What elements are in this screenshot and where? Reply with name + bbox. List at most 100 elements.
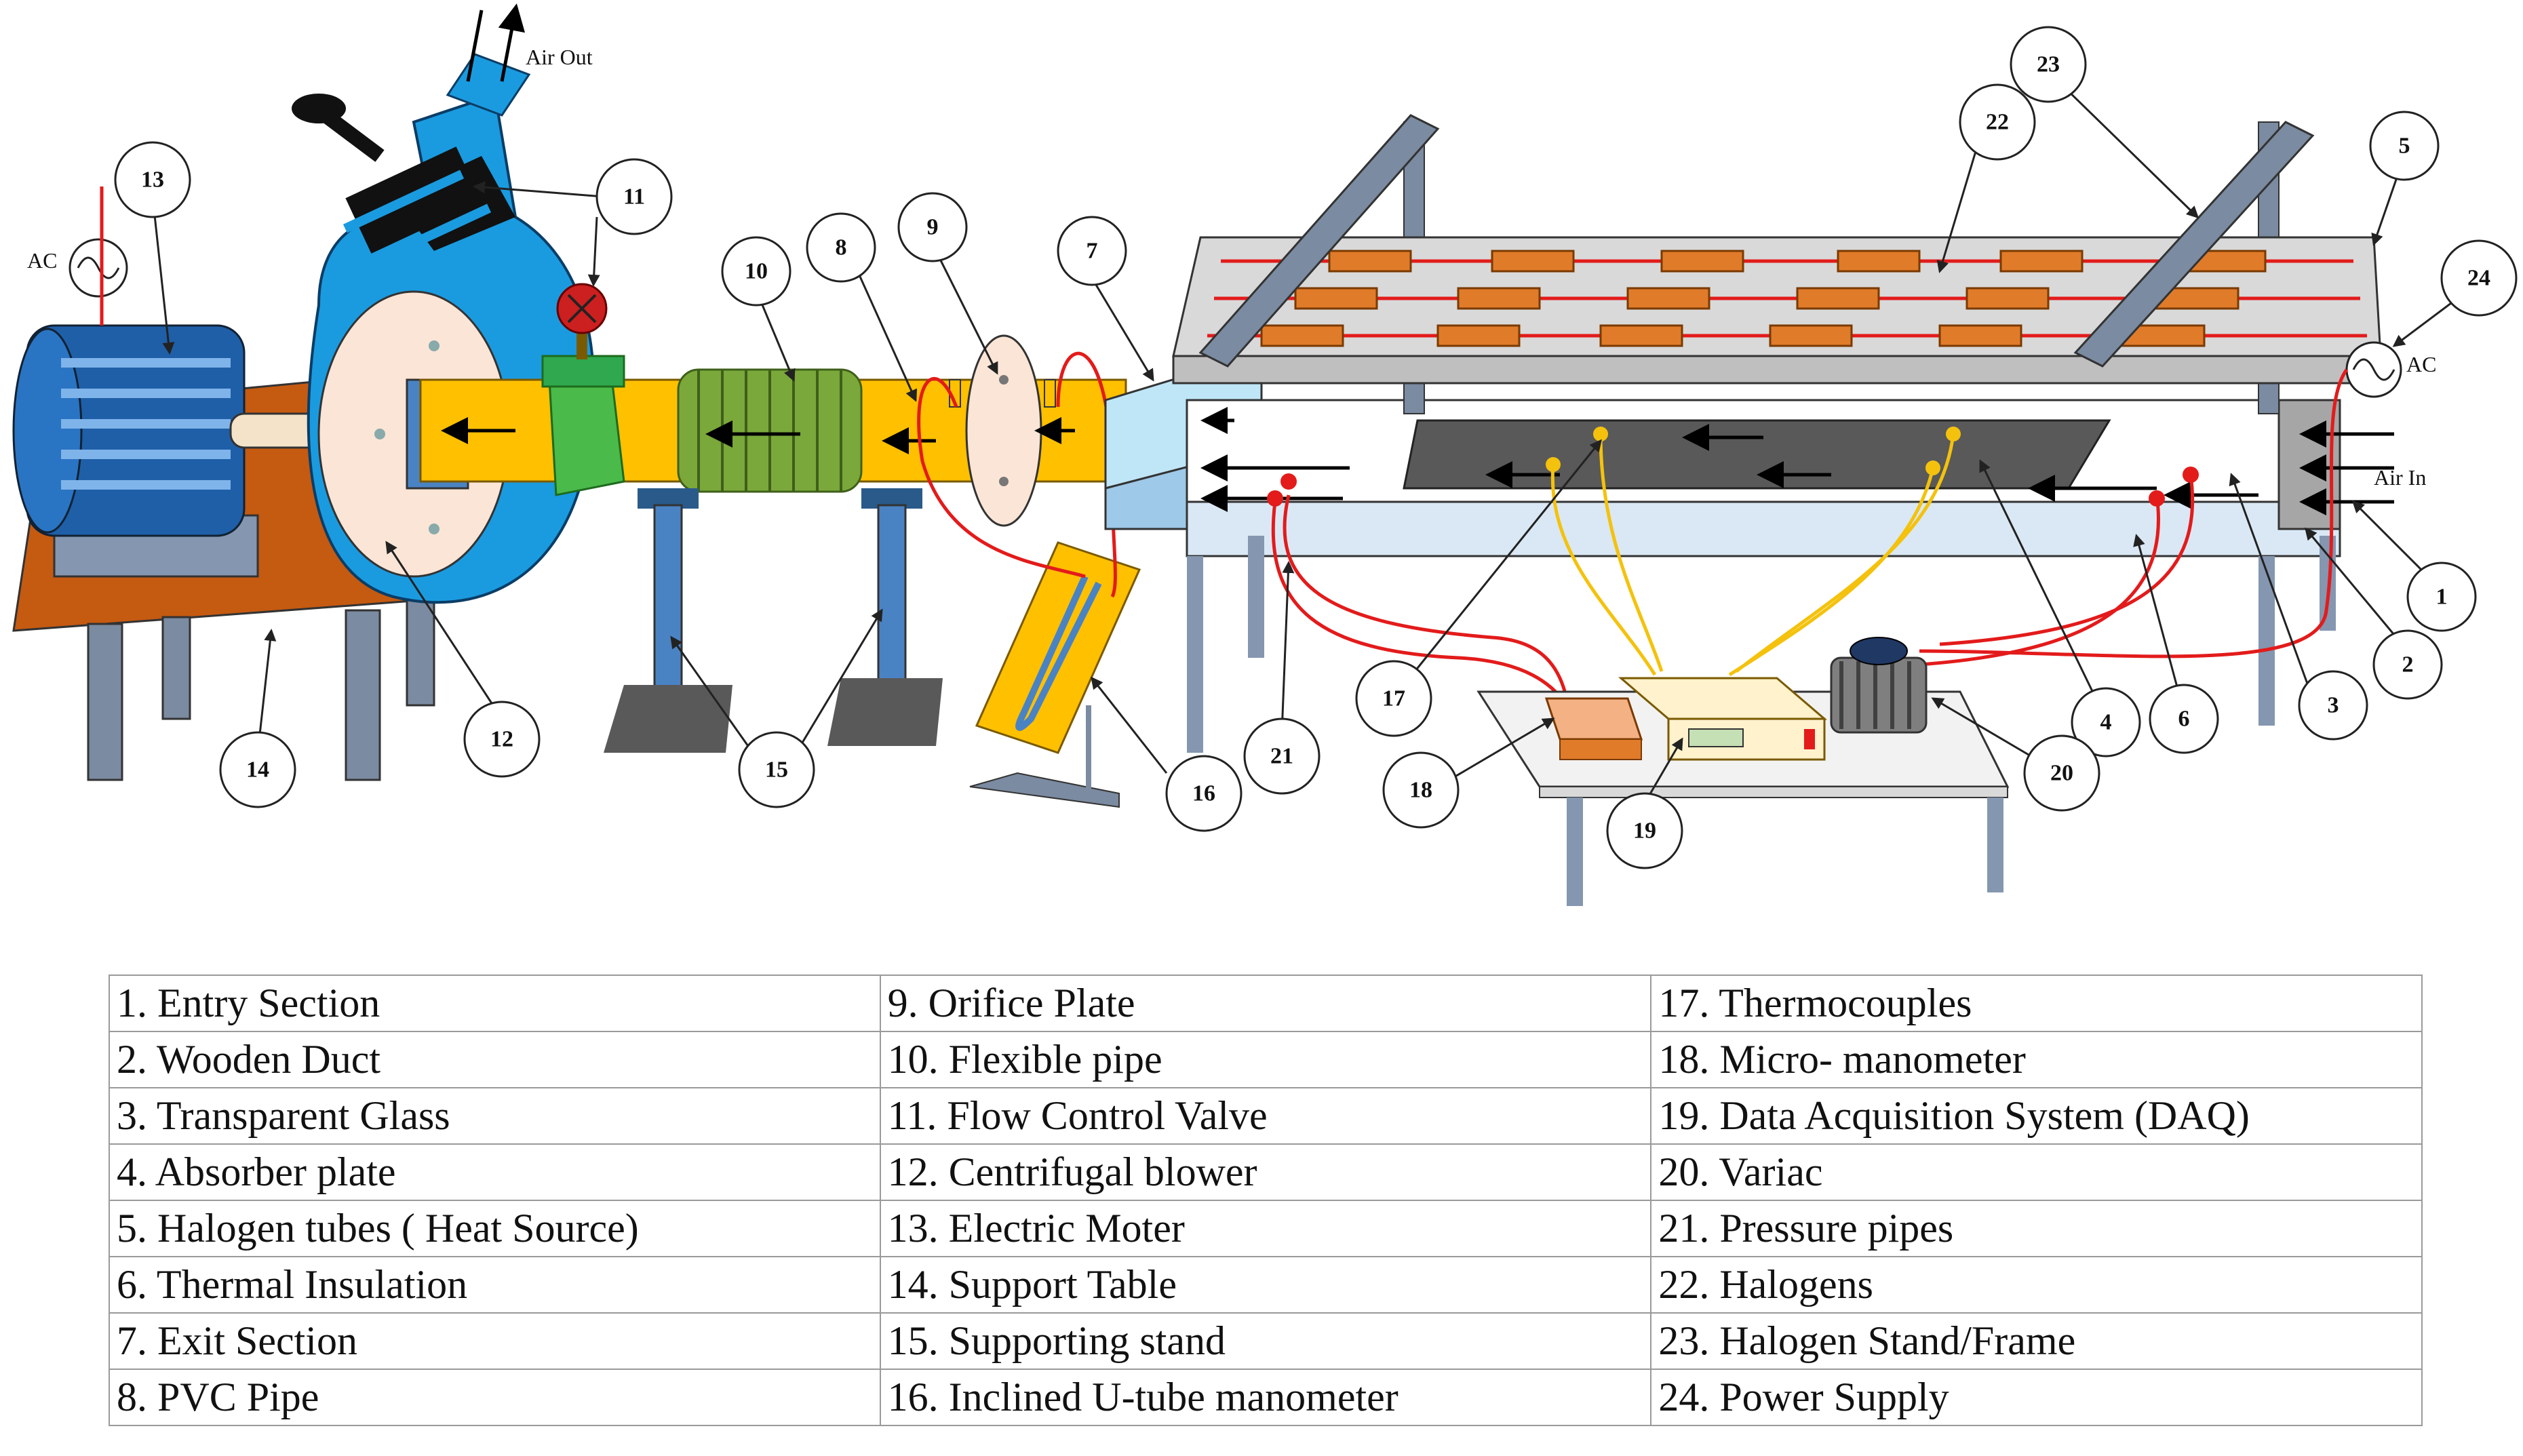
legend-cell: 7. Exit Section	[109, 1312, 881, 1370]
legend-cell: 4. Absorber plate	[109, 1143, 881, 1201]
legend-cell: 24. Power Supply	[1650, 1369, 2423, 1426]
svg-text:8: 8	[836, 235, 847, 260]
svg-text:6: 6	[2178, 707, 2190, 732]
svg-text:4: 4	[2100, 710, 2112, 735]
callout-15: 15	[738, 731, 815, 808]
legend-cell: 23. Halogen Stand/Frame	[1650, 1312, 2423, 1370]
data-acquisition-system	[1618, 677, 1828, 761]
legend-cell: 5. Halogen tubes ( Heat Source)	[109, 1200, 881, 1257]
callout-22: 22	[1959, 83, 2036, 161]
legend-cell: 14. Support Table	[879, 1256, 1652, 1314]
air-in-label: Air In	[2374, 465, 2426, 490]
experimental-setup-diagram: AC Air Out	[12, 0, 2518, 906]
legend-cell: 9. Orifice Plate	[879, 975, 1652, 1032]
callout-21: 21	[1243, 717, 1321, 795]
air-out-label: Air Out	[526, 45, 593, 69]
flow-control-valve: Air Out	[292, 10, 593, 267]
svg-text:2: 2	[2402, 652, 2414, 677]
svg-text:11: 11	[623, 184, 645, 210]
valve-body-green	[541, 283, 625, 496]
svg-text:5: 5	[2399, 134, 2410, 159]
legend-cell: 21. Pressure pipes	[1650, 1200, 2423, 1257]
legend-cell: 2. Wooden Duct	[109, 1031, 881, 1088]
callout-11: 11	[595, 158, 673, 235]
svg-text:16: 16	[1192, 781, 1215, 806]
supporting-stands	[604, 488, 943, 753]
legend-cell: 15. Supporting stand	[879, 1312, 1652, 1370]
svg-text:10: 10	[745, 259, 768, 284]
ac-label-left: AC	[27, 248, 57, 273]
svg-text:14: 14	[246, 757, 269, 783]
legend-cell: 19. Data Acquisition System (DAQ)	[1650, 1087, 2423, 1145]
variac	[1830, 637, 1928, 734]
svg-text:23: 23	[2037, 52, 2060, 77]
legend-cell: 18. Micro- manometer	[1650, 1031, 2423, 1088]
svg-text:7: 7	[1087, 239, 1098, 264]
svg-text:15: 15	[765, 757, 788, 783]
legend-cell: 17. Thermocouples	[1650, 975, 2423, 1032]
callout-12: 12	[463, 701, 541, 778]
legend-cell: 16. Inclined U-tube manometer	[879, 1369, 1652, 1426]
callout-18: 18	[1382, 751, 1460, 829]
callout-2: 2	[2372, 629, 2443, 700]
legend-cell: 3. Transparent Glass	[109, 1087, 881, 1145]
svg-text:12: 12	[490, 727, 513, 752]
legend-cell: 13. Electric Moter	[879, 1200, 1652, 1257]
callout-10: 10	[721, 236, 791, 307]
svg-text:19: 19	[1633, 819, 1656, 844]
callout-4: 4	[2071, 687, 2141, 757]
callout-6: 6	[2149, 684, 2219, 754]
callout-14: 14	[219, 731, 296, 808]
svg-text:18: 18	[1409, 778, 1432, 803]
legend-cell: 11. Flow Control Valve	[879, 1087, 1652, 1145]
legend-cell: 20. Variac	[1650, 1143, 2423, 1201]
callout-9: 9	[897, 192, 968, 262]
callout-8: 8	[806, 212, 876, 283]
legend-cell: 8. PVC Pipe	[109, 1369, 881, 1426]
orifice-plate	[882, 334, 1075, 527]
callout-17: 17	[1355, 660, 1432, 737]
legend-row: 5. Halogen tubes ( Heat Source)13. Elect…	[109, 1200, 2423, 1257]
svg-text:9: 9	[927, 215, 939, 240]
callout-3: 3	[2298, 670, 2368, 741]
svg-text:3: 3	[2328, 693, 2339, 718]
svg-text:24: 24	[2467, 266, 2490, 291]
svg-text:20: 20	[2050, 761, 2073, 786]
svg-text:1: 1	[2436, 585, 2448, 610]
callout-7: 7	[1057, 216, 1127, 286]
legend-cell: 1. Entry Section	[109, 975, 881, 1032]
ac-label-right: AC	[2406, 352, 2436, 376]
ac-source-left: AC	[27, 186, 128, 326]
callout-5: 5	[2369, 111, 2440, 181]
legend-cell: 6. Thermal Insulation	[109, 1256, 881, 1314]
svg-text:17: 17	[1382, 686, 1405, 711]
callout-1: 1	[2406, 562, 2477, 632]
flexible-pipe	[677, 368, 863, 493]
legend-cell: 10. Flexible pipe	[879, 1031, 1652, 1088]
callout-16: 16	[1165, 755, 1243, 832]
pressure-pipes	[1267, 467, 2199, 707]
legend-cell: 12. Centrifugal blower	[879, 1143, 1652, 1201]
svg-text:21: 21	[1270, 744, 1293, 769]
legend-cell: 22. Halogens	[1650, 1256, 2423, 1314]
electric-motor	[12, 324, 334, 578]
callout-19: 19	[1606, 792, 1683, 869]
callout-23: 23	[2010, 26, 2087, 103]
svg-text:13: 13	[141, 168, 164, 193]
micro-manometer	[1544, 697, 1643, 760]
callout-24: 24	[2440, 239, 2518, 317]
callout-20: 20	[2023, 734, 2100, 812]
halogen-panel	[1172, 114, 2382, 414]
instrument-table	[1476, 637, 2010, 906]
callout-13: 13	[114, 141, 191, 218]
svg-text:22: 22	[1986, 110, 2009, 135]
